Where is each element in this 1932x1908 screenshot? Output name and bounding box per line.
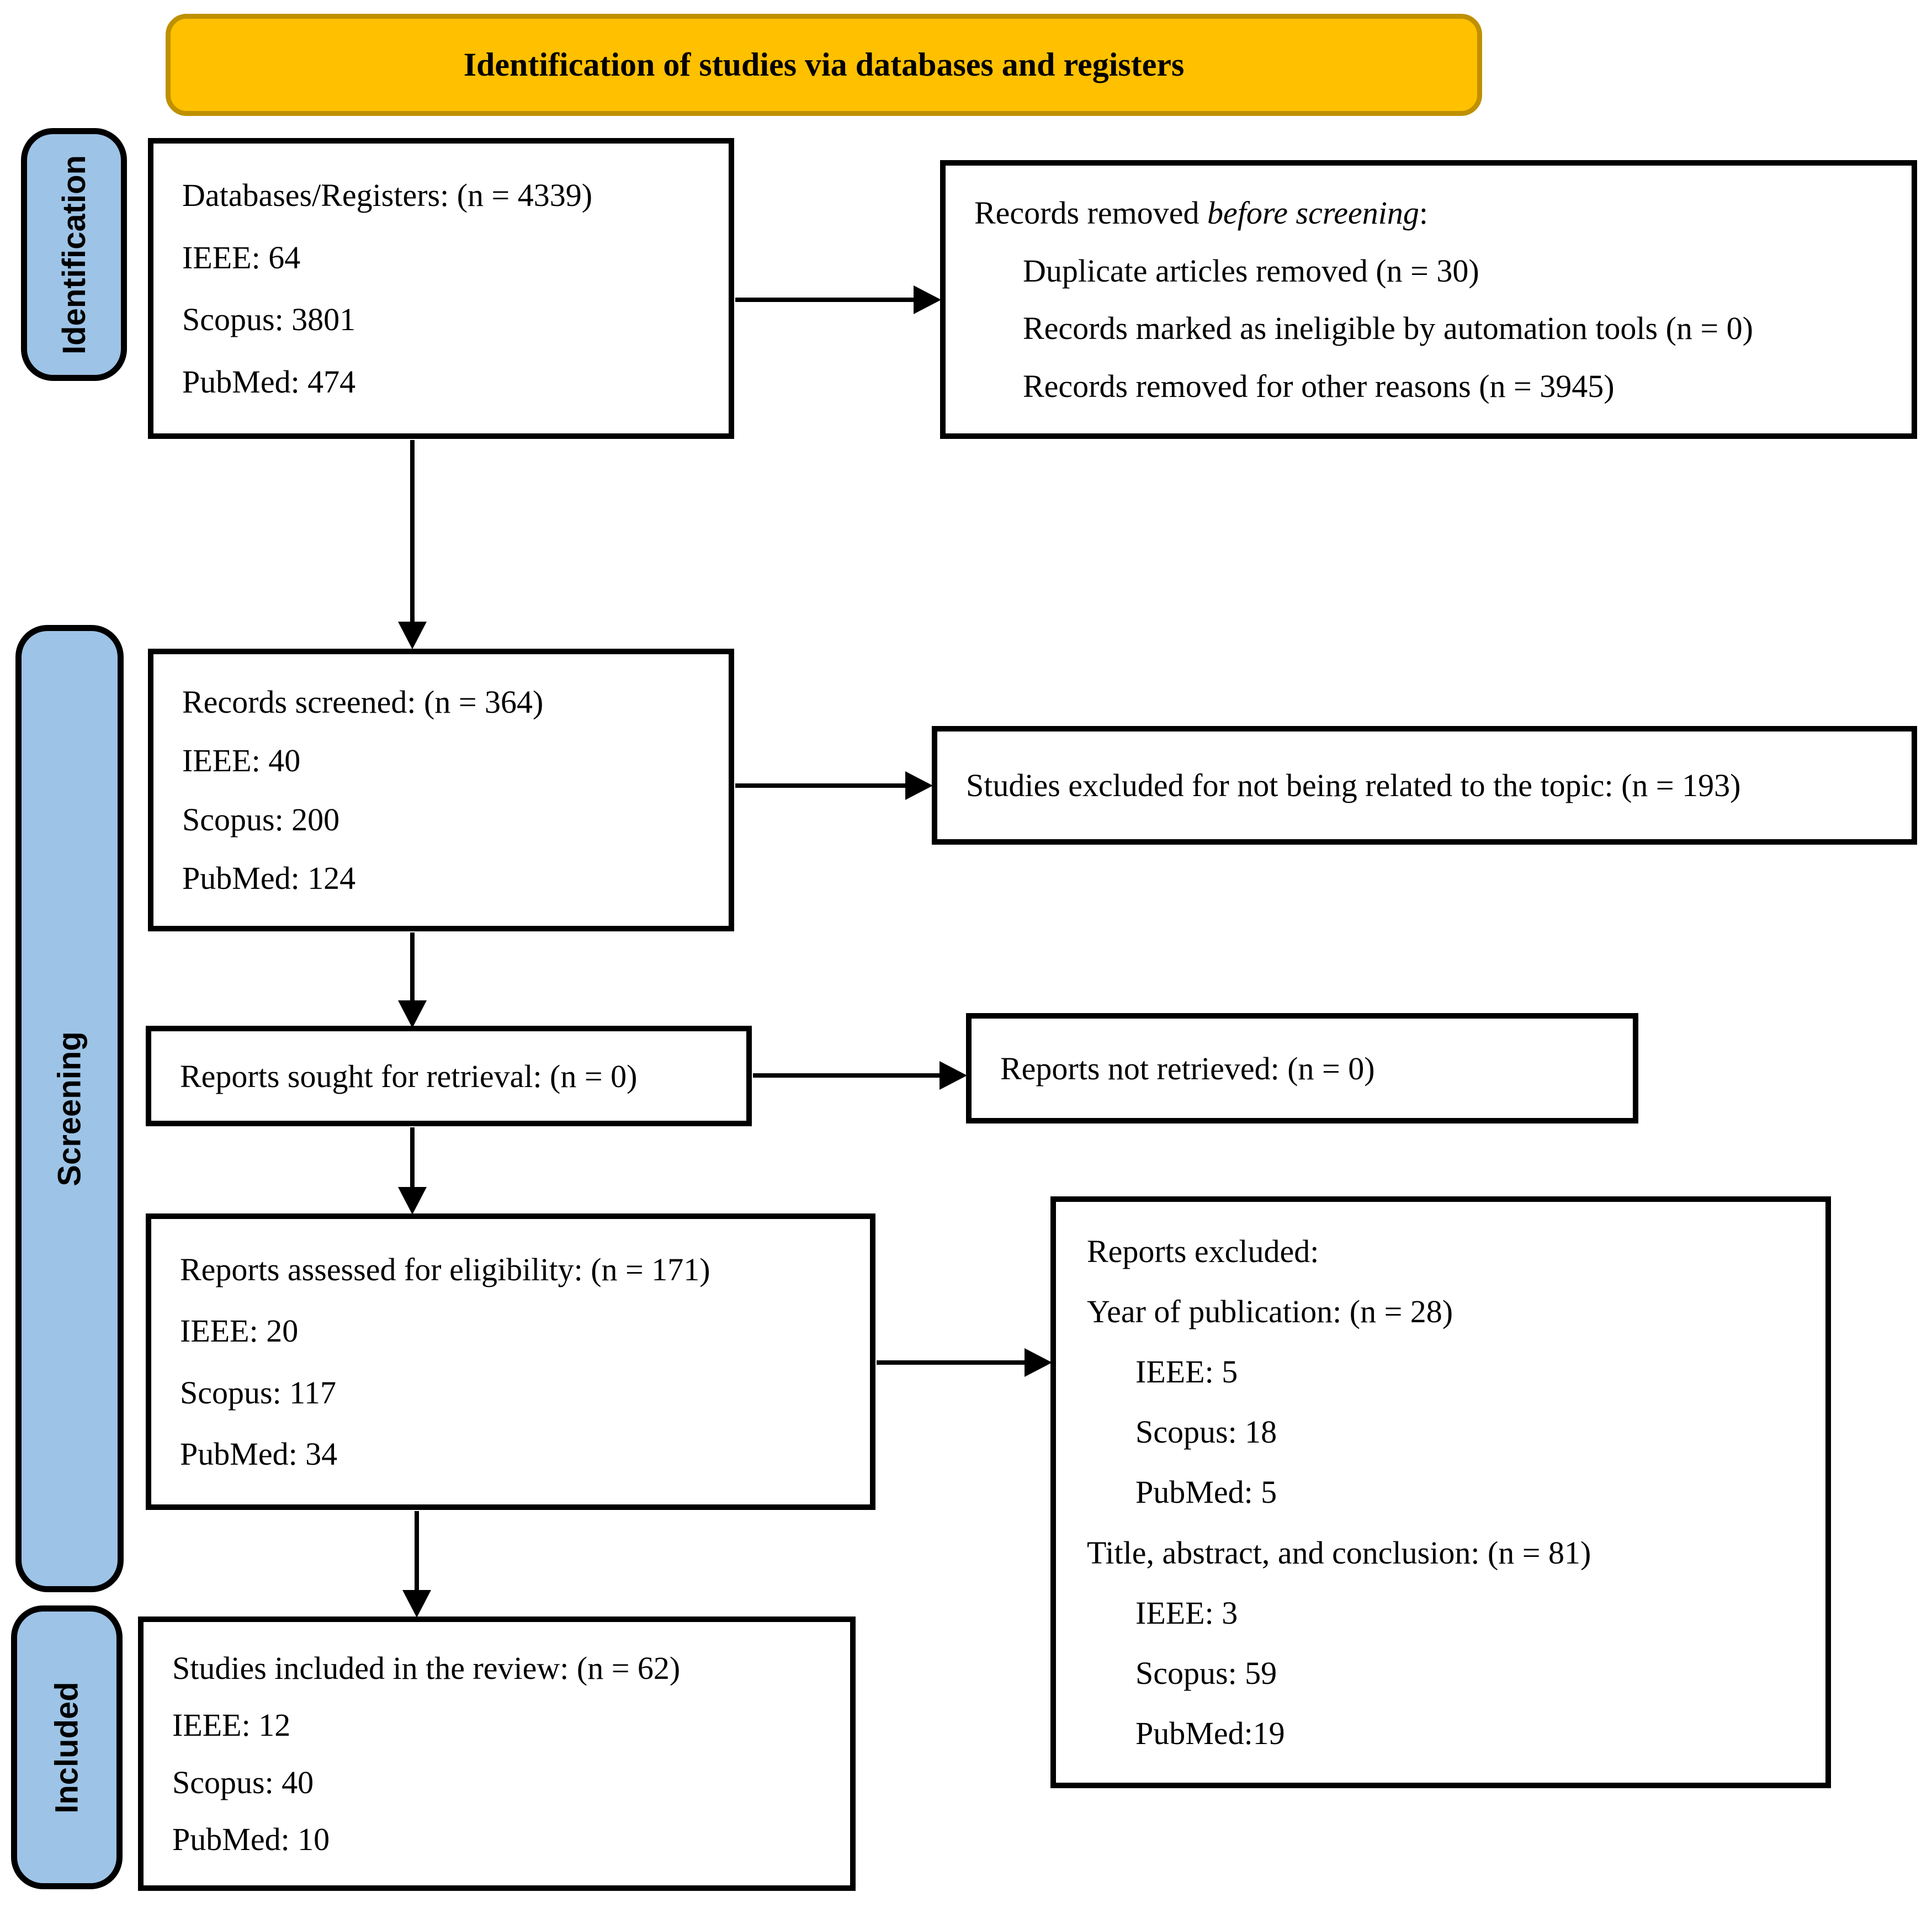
box-line: Scopus: 117 — [180, 1374, 337, 1411]
box-line: IEEE: 40 — [182, 743, 301, 779]
box-studies-excluded: Studies excluded for not being related t… — [932, 726, 1917, 845]
box-line: PubMed: 34 — [180, 1435, 338, 1472]
arrow-screened-to-sought-line — [410, 932, 415, 1004]
box-studies-included-in-review: Studies included in the review: (n = 62)… — [138, 1616, 856, 1891]
stage-label-identification: Identification — [21, 128, 127, 381]
box-line: Scopus: 200 — [182, 801, 340, 838]
arrow-assessed-to-included-line — [415, 1511, 419, 1594]
box-records-screened: Records screened: (n = 364) IEEE: 40 Scopu… — [148, 649, 734, 931]
box-reports-not-retrieved: Reports not retrieved: (n = 0) — [966, 1013, 1638, 1123]
arrow-down-icon — [398, 622, 427, 649]
box-line: PubMed: 124 — [182, 860, 356, 896]
box-line: PubMed: 10 — [172, 1821, 330, 1857]
arrow-right-icon — [914, 285, 941, 314]
box-databases-registers: Databases/Registers: (n = 4339) IEEE: 64 S… — [148, 138, 734, 439]
box-line: IEEE: 64 — [182, 239, 301, 275]
stage-label-text: Included — [49, 1681, 85, 1814]
box-line: Title, abstract, and conclusion: (n = 81… — [1087, 1534, 1591, 1571]
stage-label-included: Included — [11, 1605, 123, 1889]
box-reports-excluded: Reports excluded: Year of publication: (n… — [1050, 1196, 1831, 1788]
stage-label-text: Identification — [56, 155, 92, 354]
box-line: IEEE: 20 — [180, 1313, 299, 1349]
arrow-assessed-to-reports-excluded-line — [877, 1360, 1028, 1365]
box-line: Scopus: 59 — [1135, 1655, 1277, 1691]
arrow-right-icon — [1025, 1348, 1052, 1377]
box-line: Scopus: 18 — [1135, 1414, 1277, 1450]
arrow-right-icon — [940, 1061, 967, 1090]
arrow-down-icon — [398, 1000, 427, 1028]
stage-label-text: Screening — [51, 1031, 88, 1186]
box-line: Reports sought for retrieval: (n = 0) — [180, 1058, 638, 1094]
box-line: Records removed before screening: — [974, 194, 1428, 231]
box-line: Reports not retrieved: (n = 0) — [1000, 1050, 1375, 1086]
box-line: PubMed: 5 — [1135, 1474, 1277, 1510]
arrow-sought-to-assessed-line — [410, 1127, 415, 1191]
box-line: Databases/Registers: (n = 4339) — [182, 177, 593, 213]
stage-label-screening: Screening — [15, 625, 124, 1592]
box-line: Scopus: 40 — [172, 1764, 314, 1800]
box-line: IEEE: 12 — [172, 1707, 291, 1743]
box-line: Records marked as ineligible by automati… — [1023, 310, 1753, 347]
diagram-title: Identification of studies via databases … — [463, 46, 1185, 83]
arrow-databases-to-screened-line — [410, 440, 415, 625]
box-line: PubMed: 474 — [182, 364, 356, 400]
box-line: Reports assessed for eligibility: (n = 1… — [180, 1252, 710, 1288]
arrow-down-icon — [402, 1590, 431, 1618]
box-line: IEEE: 5 — [1135, 1354, 1238, 1390]
arrow-down-icon — [398, 1187, 427, 1215]
box-line: Year of publication: (n = 28) — [1087, 1294, 1453, 1330]
box-line: IEEE: 3 — [1135, 1594, 1238, 1631]
arrow-screened-to-excluded-line — [735, 783, 909, 788]
box-line: Reports excluded: — [1087, 1233, 1319, 1270]
arrow-sought-to-not-retrieved-line — [753, 1073, 943, 1078]
box-reports-assessed-for-eligibility: Reports assessed for eligibility: (n = 1… — [146, 1213, 875, 1510]
box-reports-sought-for-retrieval: Reports sought for retrieval: (n = 0) — [146, 1026, 752, 1126]
box-line: Records screened: (n = 364) — [182, 684, 544, 720]
box-line: Studies excluded for not being related t… — [966, 767, 1741, 803]
arrow-databases-to-removed-line — [735, 298, 917, 302]
box-line: Records removed for other reasons (n = 3… — [1023, 368, 1615, 405]
box-line: Studies included in the review: (n = 62) — [172, 1650, 681, 1687]
arrow-right-icon — [905, 771, 933, 800]
box-line: Scopus: 3801 — [182, 301, 356, 338]
box-records-removed-before-screening: Records removed before screening: Duplica… — [940, 160, 1917, 439]
box-line: PubMed:19 — [1135, 1715, 1285, 1751]
box-line: Duplicate articles removed (n = 30) — [1023, 252, 1479, 289]
title-banner: Identification of studies via databases … — [166, 14, 1482, 116]
